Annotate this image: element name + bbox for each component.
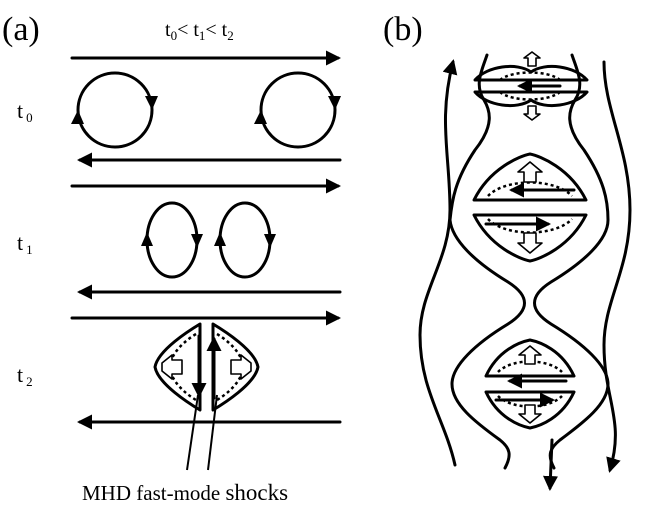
outflow-arrow-icon <box>517 232 543 254</box>
field-line-inner-right <box>533 53 610 470</box>
panel-a-label: (a) <box>2 11 40 48</box>
outflow-arrow-icon <box>523 105 541 121</box>
vortex-left-t2 <box>153 322 207 412</box>
outflow-arrow-icon <box>161 354 183 380</box>
outflow-arrow-icon <box>230 354 252 380</box>
outflow-arrow-icon <box>517 161 543 183</box>
shocks-caption: MHD fast-mode shocks <box>82 480 288 505</box>
panel-b-label: (b) <box>383 11 423 48</box>
plasmoid-lower <box>484 338 576 430</box>
vortex-left-t0 <box>71 71 158 149</box>
outflow-arrow-icon <box>523 51 541 67</box>
plasmoid-top <box>473 51 589 121</box>
vortex-left-t1 <box>141 201 203 279</box>
field-line-inner-left <box>448 53 526 470</box>
vortex-right-t0 <box>254 71 341 149</box>
field-line-right <box>602 60 632 473</box>
field-line-left <box>418 59 458 467</box>
panel-b: (b) <box>383 11 632 491</box>
vortex-right-t1 <box>214 201 276 279</box>
time-condition: t0< t1< t2 <box>165 19 234 43</box>
shock-pointer-line <box>207 394 218 471</box>
outflow-arrow-down <box>543 438 558 491</box>
outflow-arrow-icon <box>518 404 542 424</box>
plasmoid-upper <box>472 152 588 263</box>
outflow-arrow-icon <box>518 345 542 365</box>
vortex-right-t2 <box>206 322 260 412</box>
shock-pointer-line <box>186 394 199 471</box>
